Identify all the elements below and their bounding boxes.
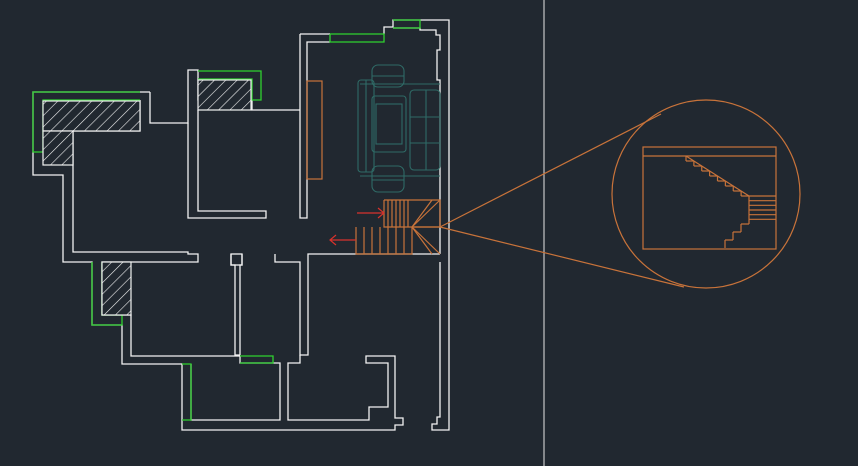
stair-winder-1 — [411, 199, 441, 228]
wall-bedroom-east — [187, 110, 267, 219]
hatched-wall-lower — [101, 261, 132, 316]
stair-winder-4 — [411, 226, 433, 255]
wall-east-inner — [393, 27, 441, 254]
staircase[interactable] — [329, 199, 441, 255]
sofa-set[interactable] — [357, 64, 441, 193]
callout-leader-bottom — [439, 226, 685, 288]
window-west-bay — [32, 91, 140, 153]
floor-plan[interactable] — [32, 19, 450, 431]
window-south — [240, 355, 274, 364]
outer-wall-left-wing — [149, 69, 300, 124]
hatched-wall-bedroom — [197, 79, 252, 111]
window-north-b — [393, 19, 421, 29]
wall-corridor-left-b — [239, 254, 243, 355]
window-north-a — [329, 33, 385, 43]
hatched-wall-west-b — [42, 130, 74, 166]
callout-leader-top — [439, 113, 662, 228]
hatched-wall-west — [42, 100, 141, 132]
wall-corridor-left — [230, 254, 240, 356]
window-bedroom-bay — [198, 70, 262, 101]
detail-stair-outline — [642, 146, 777, 250]
outer-wall-west — [32, 91, 404, 431]
stair-arrow-up-head — [377, 207, 385, 219]
stair-winder-3 — [411, 226, 441, 255]
tv-cabinet — [306, 80, 323, 180]
coffee-table — [371, 95, 407, 153]
callout-circle — [611, 99, 801, 289]
wall-corridor-right — [274, 253, 440, 356]
armchair-bottom — [371, 165, 405, 193]
coffee-table-inner — [375, 103, 403, 145]
sofa-right — [409, 89, 441, 171]
outer-wall-north-b — [383, 19, 450, 431]
detail-stringer — [685, 155, 750, 197]
wall-central-vertical — [299, 34, 330, 219]
stair-winder-2 — [411, 199, 433, 228]
stair-detail-callout[interactable] — [439, 99, 801, 289]
inner-wall-west — [72, 100, 281, 421]
wall-corridor-post — [230, 253, 243, 266]
window-south-west — [182, 363, 192, 421]
stair-arrow-down-head — [329, 234, 337, 246]
